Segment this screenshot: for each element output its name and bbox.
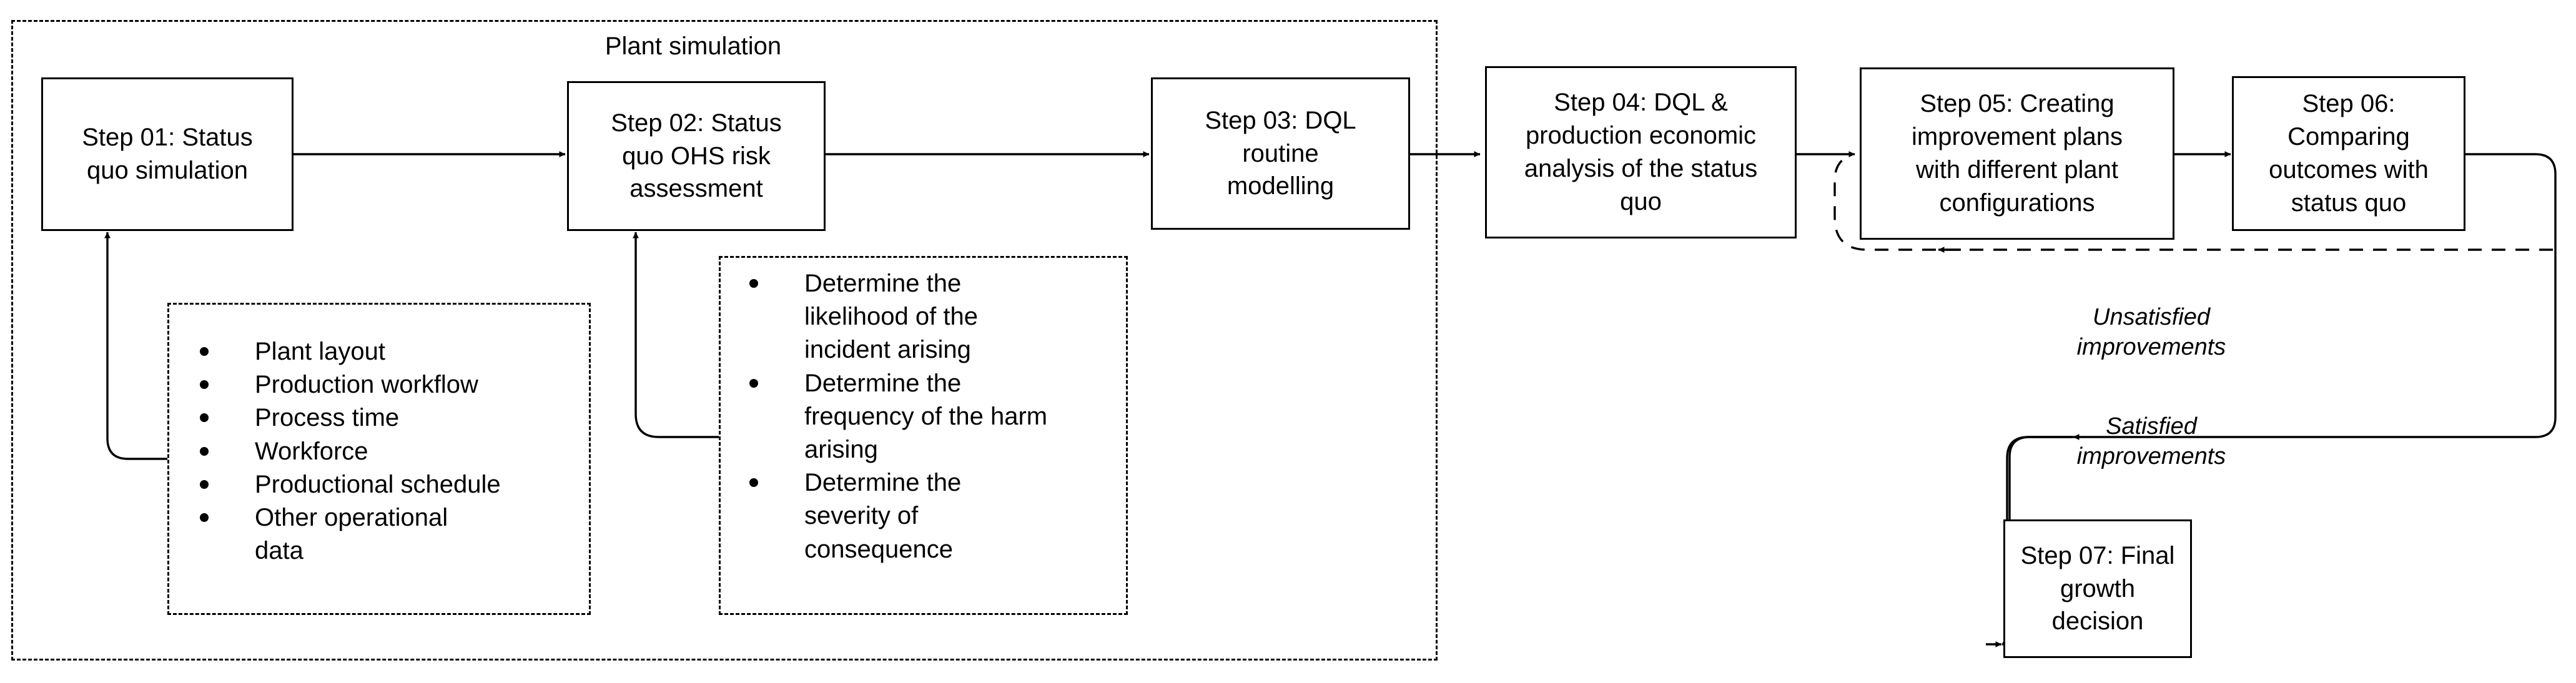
node-step-07[interactable]: Step 07: Final growth decision: [2003, 519, 2192, 658]
node-step-06[interactable]: Step 06: Comparing outcomes with status …: [2232, 76, 2465, 231]
list-item-label: Production workflow: [255, 371, 478, 399]
bullet-dot-icon: [749, 478, 758, 488]
label-satisfied-improvements: Satisfied improvements: [2076, 413, 2226, 469]
label-unsatisfied-improvements: Unsatisfied improvements: [2076, 304, 2226, 360]
list-item-label: Determine the likelihood of the incident…: [804, 270, 978, 364]
list-item-label: Productional schedule: [255, 470, 501, 498]
risk-assessment-box: [719, 256, 1128, 615]
plant-simulation-group: [11, 20, 1438, 661]
bullet-dot-icon: [200, 413, 209, 423]
node-step-05[interactable]: Step 05: Creating improvement plans with…: [1860, 67, 2174, 240]
list-item-label: Determine the frequency of the harm aris…: [804, 369, 1048, 463]
list-item: Other operational data: [200, 501, 587, 568]
node-step-02[interactable]: Step 02: Status quo OHS risk assessment: [567, 81, 826, 231]
node-step-01[interactable]: Step 01: Status quo simulation: [41, 77, 294, 231]
bullet-dot-icon: [749, 378, 758, 388]
list-item: Process time: [200, 401, 587, 435]
list-item-label: Determine the severity of consequence: [804, 469, 962, 563]
bullet-dot-icon: [200, 479, 209, 489]
list-item-label: Plant layout: [255, 338, 386, 365]
list-item: Determine the likelihood of the incident…: [749, 267, 1124, 367]
list-item: Workforce: [200, 435, 587, 468]
bullet-dot-icon: [200, 446, 209, 456]
list-item: Plant layout: [200, 335, 587, 368]
list-item: Determine the frequency of the harm aris…: [749, 367, 1124, 467]
list-item-label: Process time: [255, 404, 400, 432]
bullet-dot-icon: [749, 279, 758, 288]
list-item: Production workflow: [200, 368, 587, 401]
node-step-04[interactable]: Step 04: DQL & production economic analy…: [1485, 66, 1797, 238]
bullet-dot-icon: [200, 347, 209, 356]
node-step-03[interactable]: Step 03: DQL routine modelling: [1151, 77, 1410, 230]
list-item-label: Other operational data: [255, 503, 448, 565]
list-item: Determine the severity of consequence: [749, 466, 1124, 566]
edge-unsatisfied-to-step05: [1833, 155, 1936, 251]
edge-risklist-step02: [633, 232, 719, 438]
plant-simulation-title: Plant simulation: [605, 32, 782, 60]
bullet-dot-icon: [200, 513, 209, 522]
risk-assessment-list: Determine the likelihood of the incident…: [749, 267, 1124, 566]
list-item-label: Workforce: [255, 437, 368, 465]
input-data-list: Plant layout Production workflow Process…: [200, 335, 587, 568]
list-item: Productional schedule: [200, 468, 587, 501]
input-data-box: [167, 303, 591, 615]
edge-inputs-step01: [104, 232, 167, 460]
edge-step06-satisfied: [2073, 153, 2557, 440]
bullet-dot-icon: [200, 380, 209, 390]
